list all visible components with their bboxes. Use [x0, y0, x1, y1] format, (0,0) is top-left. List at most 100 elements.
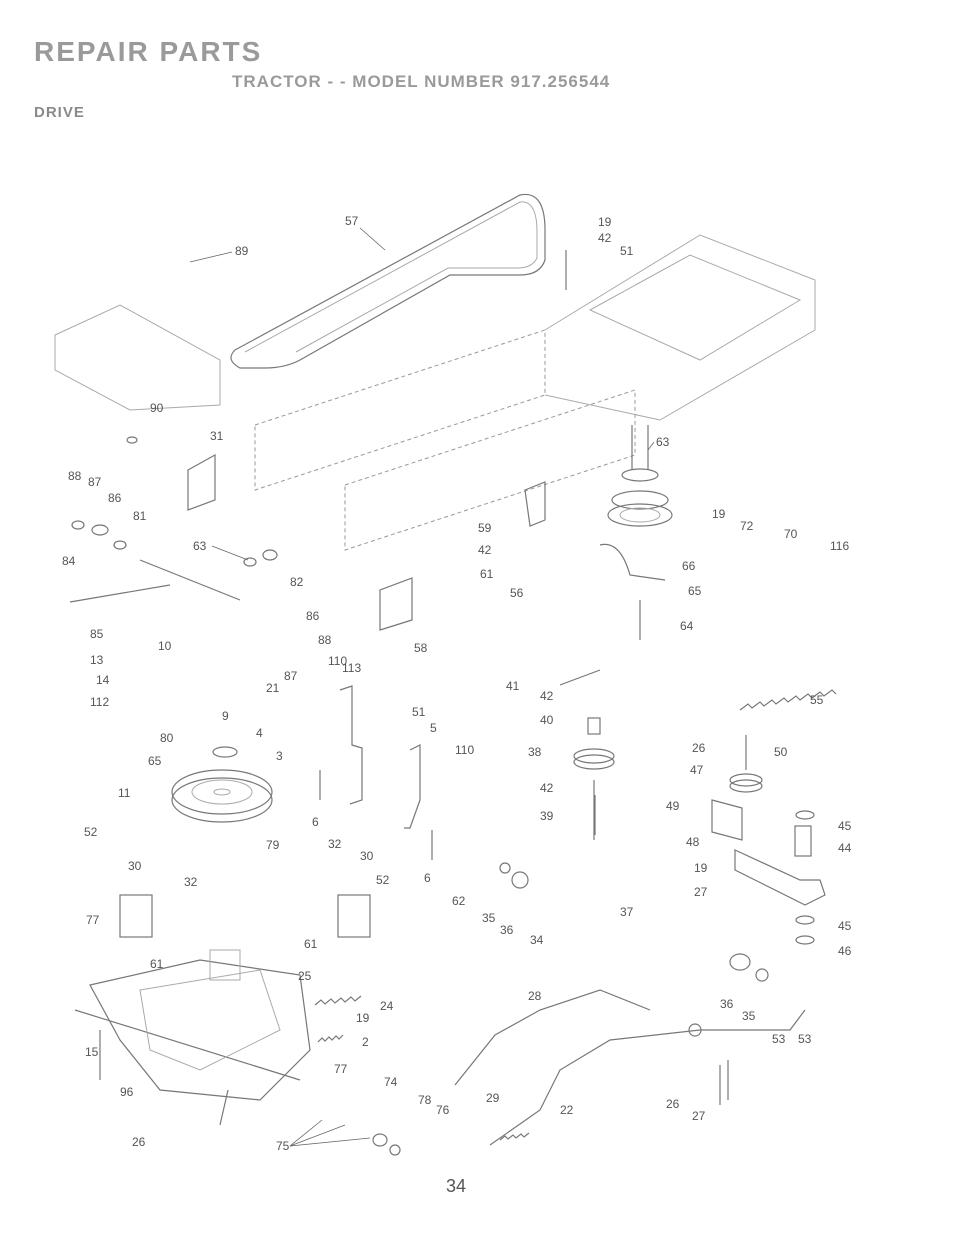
callout-87: 87 — [88, 475, 102, 489]
callout-14: 14 — [96, 673, 110, 687]
callout-50: 50 — [774, 745, 788, 759]
callout-76: 76 — [436, 1103, 450, 1117]
idler-pulley-47 — [729, 735, 763, 793]
callout-110b: 110 — [455, 743, 474, 757]
callout-21: 21 — [266, 681, 280, 695]
callout-88b: 88 — [318, 633, 332, 647]
callout-42: 42 — [598, 231, 612, 245]
callout-62: 62 — [452, 894, 466, 908]
callout-82: 82 — [290, 575, 304, 589]
callout-80: 80 — [160, 731, 174, 745]
idler-pulley-38 — [573, 717, 615, 840]
callout-112: 112 — [90, 695, 109, 709]
callout-85: 85 — [90, 627, 104, 641]
callout-51: 51 — [620, 244, 634, 258]
callout-81: 81 — [133, 509, 147, 523]
tension-spring — [739, 689, 837, 711]
page-number: 34 — [446, 1176, 467, 1196]
callout-51b: 51 — [412, 705, 426, 719]
callout-5: 5 — [430, 721, 437, 735]
callout-44: 44 — [838, 841, 852, 855]
callout-116: 116 — [830, 539, 849, 553]
callout-89: 89 — [235, 244, 249, 258]
callout-2: 2 — [362, 1035, 369, 1049]
callout-53b: 53 — [772, 1032, 786, 1046]
bracket-49 — [711, 799, 743, 841]
callout-39: 39 — [540, 809, 554, 823]
callout-19: 19 — [598, 215, 612, 229]
callout-48: 48 — [686, 835, 700, 849]
callout-70: 70 — [784, 527, 798, 541]
callout-87b: 87 — [284, 669, 298, 683]
callout-31: 31 — [210, 429, 224, 443]
section-label: DRIVE — [34, 104, 85, 121]
callout-42b: 42 — [478, 543, 492, 557]
callout-65b: 65 — [688, 584, 702, 598]
callout-53: 53 — [798, 1032, 812, 1046]
callout-45b: 45 — [838, 919, 852, 933]
callout-78: 78 — [418, 1093, 432, 1107]
callout-61: 61 — [480, 567, 494, 581]
callout-72: 72 — [740, 519, 754, 533]
callout-61c: 61 — [304, 937, 318, 951]
callout-96: 96 — [120, 1085, 134, 1099]
callout-113: 113 — [342, 661, 361, 675]
bracket-30-right — [337, 894, 371, 938]
bolts — [71, 250, 769, 1156]
callout-10: 10 — [158, 639, 172, 653]
transmission-pulley — [171, 769, 273, 823]
callout-35b: 35 — [742, 1009, 756, 1023]
callout-11: 11 — [118, 786, 131, 800]
callout-75: 75 — [276, 1139, 290, 1153]
spring-25 — [314, 995, 362, 1006]
spring-2 — [317, 1034, 344, 1043]
callout-19c: 19 — [694, 861, 708, 875]
callout-41: 41 — [506, 679, 520, 693]
callout-9: 9 — [222, 709, 229, 723]
callout-55: 55 — [810, 693, 824, 707]
callout-42c: 42 — [540, 689, 554, 703]
bracket-30-left — [119, 894, 153, 938]
callout-86b: 86 — [306, 609, 320, 623]
callout-6b: 6 — [424, 871, 431, 885]
callout-57: 57 — [345, 214, 359, 228]
callout-110: 110 — [328, 654, 347, 668]
linkage-rods — [69, 543, 806, 1146]
callout-42d: 42 — [540, 781, 554, 795]
callout-25: 25 — [298, 969, 312, 983]
idler-arm — [734, 810, 826, 945]
callout-63-top: 63 — [656, 435, 670, 449]
callout-24: 24 — [380, 999, 394, 1013]
callout-52: 52 — [84, 825, 98, 839]
callout-45: 45 — [838, 819, 852, 833]
callout-36b: 36 — [720, 997, 734, 1011]
transaxle — [89, 949, 311, 1126]
callout-4: 4 — [256, 726, 263, 740]
callout-3: 3 — [276, 749, 283, 763]
callout-86: 86 — [108, 491, 122, 505]
callout-40: 40 — [540, 713, 554, 727]
bracket-31 — [187, 453, 216, 511]
bracket-58 — [379, 577, 413, 631]
callout-13: 13 — [90, 653, 104, 667]
callout-32b: 32 — [328, 837, 342, 851]
callout-34: 34 — [530, 933, 544, 947]
callout-26: 26 — [692, 741, 706, 755]
callout-58: 58 — [414, 641, 428, 655]
callout-52b: 52 — [376, 873, 390, 887]
bracket-113 — [339, 685, 363, 805]
callout-15: 15 — [85, 1045, 99, 1059]
callout-38: 38 — [528, 745, 542, 759]
callout-labels: 57 89 19 42 51 90 31 63 88 87 86 81 84 6… — [62, 214, 852, 1153]
callout-56: 56 — [510, 586, 524, 600]
callout-19b: 19 — [712, 507, 726, 521]
callout-90: 90 — [150, 401, 164, 415]
callout-74: 74 — [384, 1075, 398, 1089]
callout-84: 84 — [62, 554, 76, 568]
callout-65: 65 — [148, 754, 162, 768]
callout-35: 35 — [482, 911, 496, 925]
callout-63-left: 63 — [193, 539, 207, 553]
callout-27: 27 — [694, 885, 708, 899]
callout-77b: 77 — [334, 1062, 348, 1076]
